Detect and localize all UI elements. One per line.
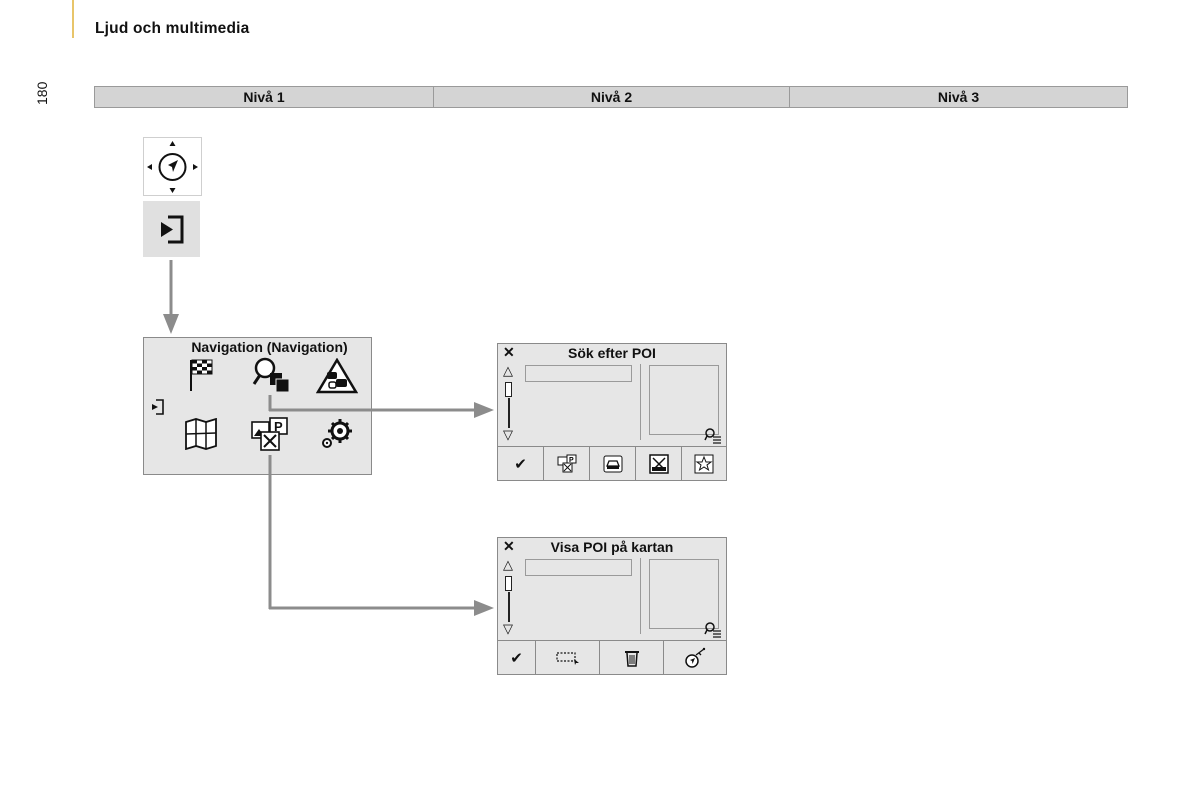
poi-map-screen-title: Visa POI på kartan bbox=[550, 539, 674, 555]
car-icon bbox=[603, 455, 622, 473]
divider bbox=[640, 364, 641, 440]
map-preview bbox=[649, 365, 719, 435]
level-header-row: Nivå 1 Nivå 2 Nivå 3 bbox=[94, 86, 1128, 108]
navigation-menu-panel: Navigation (Navigation) bbox=[143, 337, 372, 475]
svg-text:P: P bbox=[274, 419, 283, 434]
poi-map-screen: ✕ Visa POI på kartan △ ▽ ✔ bbox=[497, 537, 727, 675]
trash-icon bbox=[624, 651, 639, 667]
delete-button[interactable] bbox=[599, 641, 663, 675]
arrow-head bbox=[474, 402, 494, 418]
poi-search-icon[interactable] bbox=[252, 356, 292, 399]
map-icon[interactable] bbox=[184, 417, 218, 455]
checkmark-icon: ✔ bbox=[510, 650, 523, 667]
confirm-button[interactable]: ✔ bbox=[497, 641, 535, 675]
scrollbar-thumb[interactable] bbox=[505, 382, 512, 397]
poi-search-screen-title: Sök efter POI bbox=[568, 345, 656, 361]
scroll-down-icon[interactable]: ▽ bbox=[503, 621, 513, 636]
hotel-icon bbox=[648, 454, 669, 474]
navigation-panel-title: Navigation (Navigation) bbox=[191, 339, 348, 355]
enter-menu-key[interactable] bbox=[143, 201, 200, 257]
poi-categories-icon: P bbox=[557, 454, 576, 473]
usb-import-button[interactable] bbox=[663, 641, 727, 675]
page-title: Ljud och multimedia bbox=[95, 20, 250, 37]
level-3-header: Nivå 3 bbox=[937, 89, 980, 105]
poi-categories-button[interactable]: P bbox=[543, 447, 589, 481]
poi-search-screen: ✕ Sök efter POI △ ▽ ✔ P bbox=[497, 343, 727, 481]
scrollbar-track[interactable] bbox=[508, 398, 510, 428]
car-service-button[interactable] bbox=[589, 447, 635, 481]
usb-compass-icon bbox=[685, 647, 706, 668]
favorites-button[interactable] bbox=[681, 447, 727, 481]
zoom-list-icon[interactable] bbox=[704, 622, 722, 638]
header-accent-bar bbox=[72, 0, 74, 38]
enter-icon bbox=[161, 215, 184, 244]
level-1-header: Nivå 1 bbox=[95, 87, 434, 107]
arrow-head bbox=[474, 600, 494, 616]
hotel-button[interactable] bbox=[635, 447, 681, 481]
poi-search-button-row: ✔ P bbox=[497, 446, 727, 481]
selection-area-icon bbox=[555, 652, 579, 665]
map-preview bbox=[649, 559, 719, 629]
back-enter-icon[interactable] bbox=[150, 398, 166, 421]
close-icon[interactable]: ✕ bbox=[503, 344, 515, 360]
scroll-up-icon[interactable]: △ bbox=[503, 557, 513, 572]
level-2-header: Nivå 2 bbox=[434, 87, 790, 107]
navigation-key[interactable] bbox=[143, 137, 202, 196]
poi-search-input[interactable] bbox=[525, 365, 632, 382]
poi-map-button-row: ✔ bbox=[497, 640, 727, 675]
scrollbar-track[interactable] bbox=[508, 592, 510, 622]
star-icon bbox=[694, 454, 714, 474]
scroll-up-icon[interactable]: △ bbox=[503, 363, 513, 378]
divider bbox=[640, 558, 641, 634]
page-number: 180 bbox=[34, 81, 50, 105]
zoom-list-icon[interactable] bbox=[704, 428, 722, 444]
scroll-down-icon[interactable]: ▽ bbox=[503, 427, 513, 442]
svg-text:P: P bbox=[569, 457, 574, 464]
select-area-button[interactable] bbox=[535, 641, 599, 675]
poi-categories-icon[interactable]: P bbox=[250, 416, 290, 459]
destination-flag-icon[interactable] bbox=[188, 358, 214, 397]
close-icon[interactable]: ✕ bbox=[503, 538, 515, 554]
compass-navigation-icon bbox=[147, 141, 198, 193]
confirm-button[interactable]: ✔ bbox=[497, 447, 543, 481]
traffic-warning-icon[interactable] bbox=[315, 357, 359, 399]
checkmark-icon: ✔ bbox=[514, 456, 527, 473]
poi-map-input[interactable] bbox=[525, 559, 632, 576]
scrollbar-thumb[interactable] bbox=[505, 576, 512, 591]
settings-gears-icon[interactable] bbox=[320, 418, 354, 455]
arrow-head bbox=[163, 314, 179, 334]
